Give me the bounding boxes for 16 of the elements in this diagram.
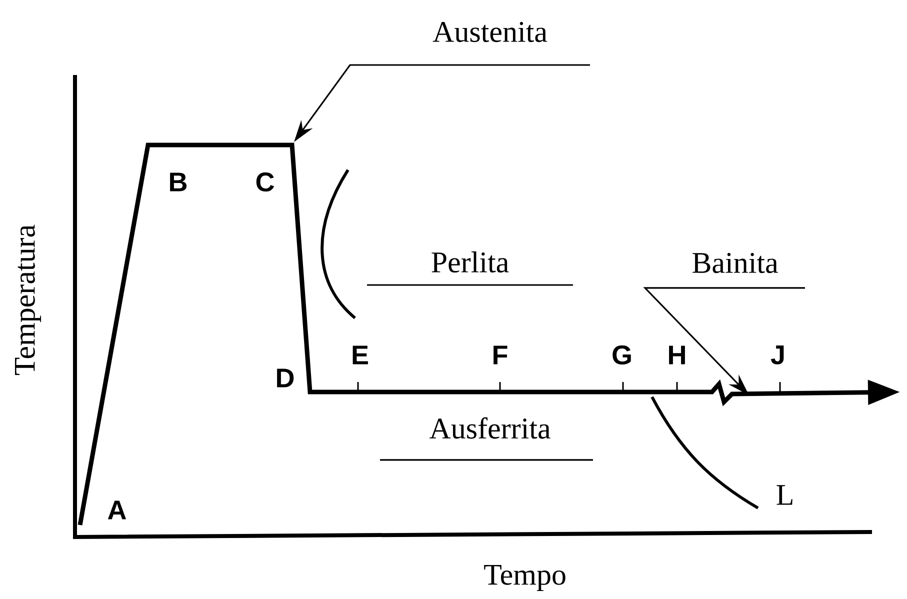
point-letter: D — [277, 368, 294, 388]
point-letter: J — [770, 346, 784, 364]
region-label: Ausferrita — [430, 417, 550, 439]
region-label: Austenita — [432, 22, 548, 42]
region-label: Perlita — [432, 251, 509, 273]
point-letter: C — [256, 172, 274, 192]
region-label: Temperatura — [14, 224, 42, 375]
point-letter: A — [108, 500, 126, 520]
point-letter: B — [170, 172, 187, 192]
point-letter: H — [669, 346, 685, 364]
point-letter: F — [494, 346, 508, 364]
region-label: Tempo — [484, 564, 566, 591]
bainite-curve — [650, 396, 759, 510]
region-label: Bainita — [692, 252, 778, 274]
point-letter: E — [352, 346, 368, 364]
point-letter: G — [612, 345, 631, 365]
